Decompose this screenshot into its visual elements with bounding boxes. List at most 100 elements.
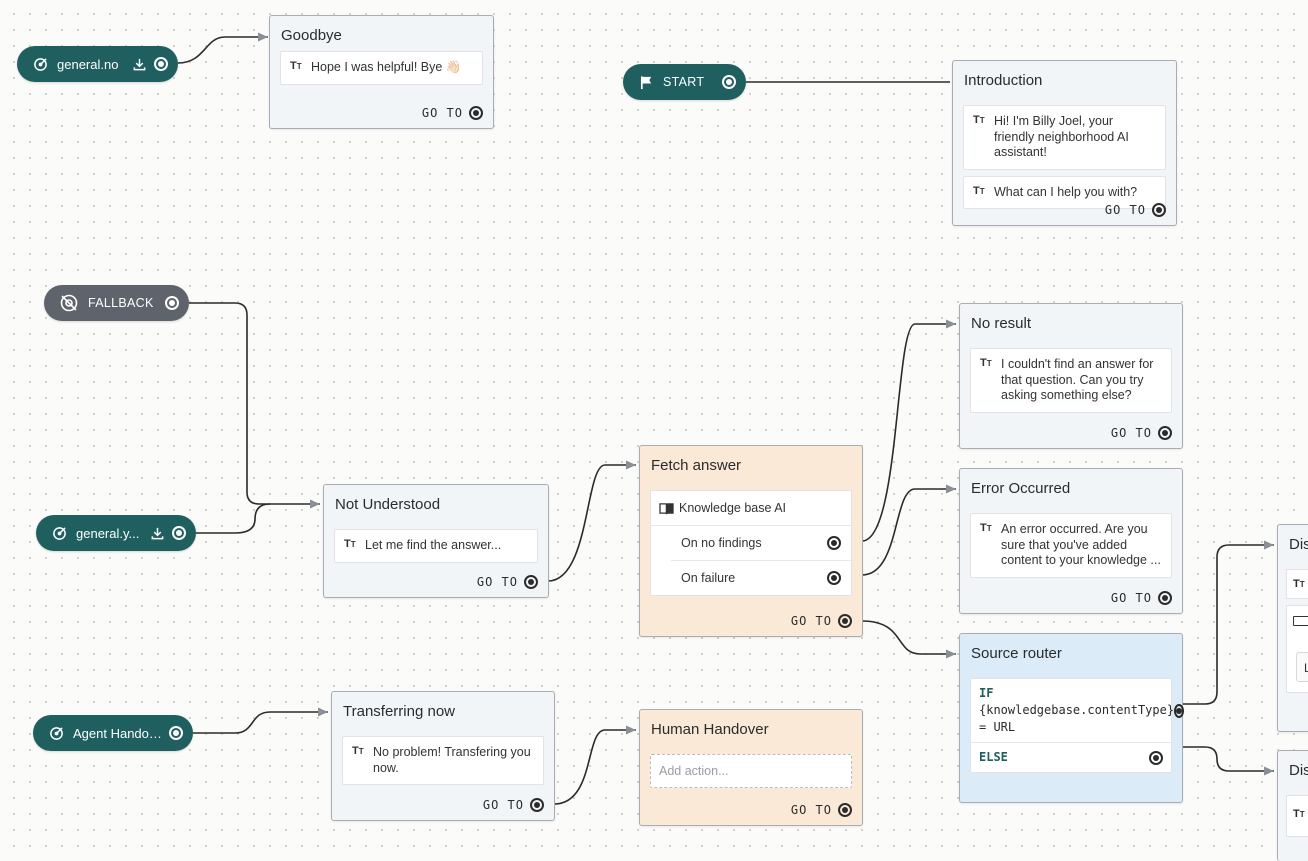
- goto-output[interactable]: GO TO: [483, 798, 544, 812]
- knowledge-base-header: Knowledge base AI: [651, 491, 851, 526]
- node-transferring-now[interactable]: Transferring now TT No problem! Transfer…: [331, 691, 555, 821]
- output-port[interactable]: [1149, 750, 1163, 765]
- output-port[interactable]: [1174, 703, 1185, 718]
- node-no-result[interactable]: No result TT I couldn't find an answer f…: [959, 303, 1183, 449]
- text-step[interactable]: TT An error occurred. Are you sure that …: [970, 513, 1172, 578]
- book-icon: [659, 502, 679, 515]
- text-step[interactable]: TT Hope I was helpful! Bye 👋🏻: [280, 51, 483, 85]
- text-step[interactable]: TT Hi! I'm Billy Joel, your friendly nei…: [963, 105, 1166, 170]
- output-port[interactable]: [469, 106, 483, 120]
- branch-no-findings[interactable]: On no findings: [671, 526, 851, 561]
- edge-general-no-to-goodbye: [177, 32, 268, 64]
- node-goodbye[interactable]: Goodbye TT Hope I was helpful! Bye 👋🏻 GO…: [269, 15, 494, 129]
- trigger-label: general.no: [57, 56, 119, 72]
- text-type-icon: TT: [980, 522, 992, 534]
- goto-label: GO TO: [790, 803, 832, 817]
- text-type-icon: TT: [980, 357, 992, 369]
- text-type-icon: TT: [973, 184, 985, 197]
- text-step[interactable]: TT What can I help you with?: [963, 175, 1166, 209]
- target-icon: [31, 55, 49, 73]
- output-port[interactable]: [530, 798, 544, 812]
- text-step[interactable]: TT: [1286, 795, 1308, 837]
- text-step-content: Let me find the answer...: [365, 538, 502, 552]
- node-human-handover[interactable]: Human Handover Add action... GO TO: [639, 709, 863, 826]
- output-port[interactable]: [722, 75, 736, 89]
- goto-label: GO TO: [790, 614, 832, 628]
- edge-else-to-dis-2: [1183, 746, 1274, 776]
- node-title: Goodbye: [281, 27, 342, 44]
- goto-output[interactable]: GO TO: [422, 106, 483, 120]
- output-port[interactable]: [838, 614, 852, 628]
- target-icon: [47, 724, 65, 742]
- condition-if[interactable]: IF {knowledgebase.contentType} = URL: [971, 679, 1185, 743]
- trigger-agent-handover[interactable]: Agent Handov...: [33, 715, 193, 751]
- node-dis-1[interactable]: Dis TT L: [1277, 524, 1308, 732]
- text-step[interactable]: TT No problem! Transfering you now.: [342, 736, 544, 785]
- node-source-router[interactable]: Source router IF {knowledgebase.contentT…: [959, 633, 1185, 803]
- goto-output[interactable]: GO TO: [791, 614, 852, 628]
- trigger-label: Agent Handov...: [73, 725, 163, 741]
- goto-output[interactable]: GO TO: [791, 803, 852, 817]
- card-icon: [1293, 616, 1308, 626]
- text-step[interactable]: TT I couldn't find an answer for that qu…: [970, 348, 1172, 413]
- goto-label: GO TO: [1110, 591, 1152, 605]
- download-icon[interactable]: [130, 55, 148, 73]
- goto-label: GO TO: [1104, 203, 1146, 217]
- target-icon: [50, 524, 68, 542]
- trigger-label: general.y...: [76, 525, 140, 541]
- trigger-fallback[interactable]: FALLBACK: [44, 285, 189, 321]
- text-step-content: What can I help you with?: [994, 184, 1138, 199]
- goto-output[interactable]: GO TO: [1105, 203, 1166, 217]
- add-action-input[interactable]: Add action...: [650, 754, 852, 788]
- goto-output[interactable]: GO TO: [1111, 426, 1172, 440]
- text-type-icon: TT: [1293, 808, 1305, 820]
- branch-on-failure[interactable]: On failure: [671, 561, 851, 595]
- output-port[interactable]: [172, 526, 186, 540]
- text-step[interactable]: TT: [1286, 569, 1308, 599]
- card-step[interactable]: L: [1286, 605, 1308, 693]
- node-fetch-answer[interactable]: Fetch answer Knowledge base AI On no fin…: [639, 445, 863, 637]
- trigger-general-no[interactable]: general.no: [17, 46, 178, 82]
- trigger-start[interactable]: START: [623, 64, 746, 100]
- node-title: Error Occurred: [971, 480, 1071, 497]
- output-port[interactable]: [1152, 203, 1166, 217]
- condition-else[interactable]: ELSE: [971, 743, 1171, 772]
- download-icon[interactable]: [148, 524, 166, 542]
- output-port[interactable]: [524, 575, 538, 589]
- edge-general-yes-to-not-understood: [196, 503, 271, 534]
- output-port[interactable]: [827, 571, 841, 585]
- output-port[interactable]: [827, 536, 841, 550]
- node-dis-2[interactable]: Dis TT: [1277, 750, 1308, 861]
- condition-step[interactable]: IF {knowledgebase.contentType} = URL ELS…: [970, 678, 1185, 773]
- goto-output[interactable]: GO TO: [1111, 591, 1172, 605]
- node-introduction[interactable]: Introduction TT Hi! I'm Billy Joel, your…: [952, 60, 1177, 226]
- output-port[interactable]: [154, 57, 168, 71]
- edge-no-findings-to-no-result: [861, 319, 956, 542]
- node-error-occurred[interactable]: Error Occurred TT An error occurred. Are…: [959, 468, 1183, 614]
- knowledge-base-step[interactable]: Knowledge base AI On no findings On fail…: [650, 490, 852, 596]
- node-title: Dis: [1289, 536, 1308, 553]
- text-step-content: An error occurred. Are you sure that you…: [1001, 522, 1161, 567]
- edge-agent-handover-to-transferring: [193, 707, 328, 734]
- text-type-icon: TT: [973, 114, 985, 126]
- text-type-icon: TT: [344, 538, 356, 550]
- trigger-general-yes[interactable]: general.y...: [36, 515, 196, 551]
- output-port[interactable]: [1158, 591, 1172, 605]
- node-title: Introduction: [964, 72, 1043, 89]
- output-port[interactable]: [169, 726, 183, 740]
- button-chip[interactable]: L: [1296, 652, 1308, 682]
- output-port[interactable]: [838, 803, 852, 817]
- goto-output[interactable]: GO TO: [477, 575, 538, 589]
- goto-label: GO TO: [476, 575, 518, 589]
- edge-fetch-goto-to-source-router: [861, 620, 956, 659]
- node-not-understood[interactable]: Not Understood TT Let me find the answer…: [323, 484, 549, 598]
- text-step[interactable]: TT Let me find the answer...: [334, 529, 538, 563]
- branch-label: On no findings: [681, 536, 762, 550]
- trigger-label: FALLBACK: [88, 296, 154, 310]
- edge-if-url-to-dis-1: [1183, 540, 1274, 705]
- node-title: Human Handover: [651, 721, 769, 738]
- node-title: Source router: [971, 645, 1062, 662]
- output-port[interactable]: [165, 296, 179, 310]
- output-port[interactable]: [1158, 426, 1172, 440]
